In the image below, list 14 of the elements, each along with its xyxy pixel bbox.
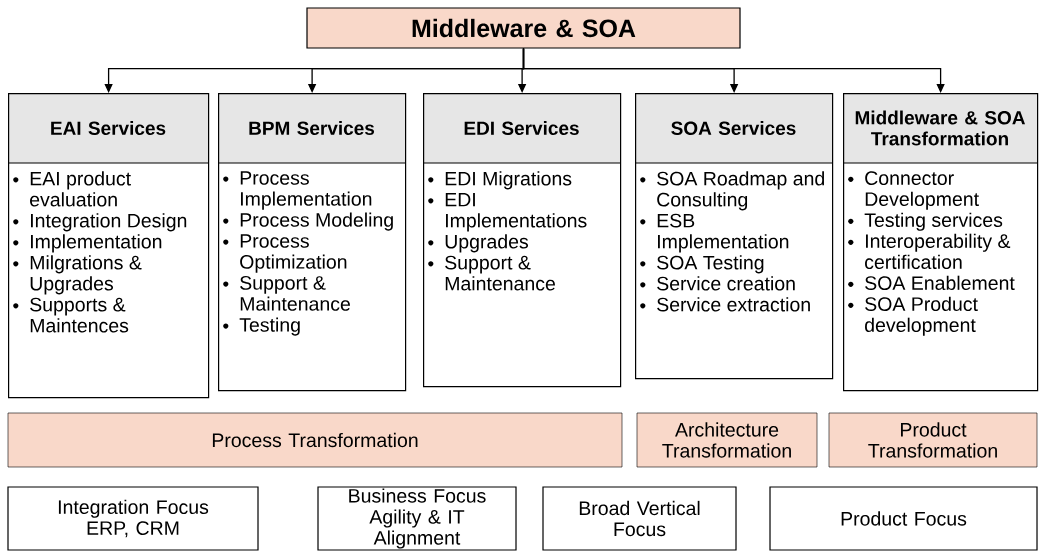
focus-box: Product Focus	[769, 486, 1038, 551]
service-column: Middleware & SOA Transformation Connector Development Testing services Interoperability & certification SOA Enablement SOA Product development	[842, 93, 1039, 392]
title-box: Middleware & SOA	[306, 7, 741, 49]
transformation-band: Process Transformation	[7, 412, 623, 468]
focus-box: Broad Vertical Focus	[542, 486, 737, 551]
service-column: EDI Services EDI Migrations EDI Implementations Upgrades Support & Maintenance	[422, 93, 622, 388]
arrow	[522, 47, 945, 93]
transformation-band: Architecture Transformation	[636, 412, 818, 468]
transformation-band: Product Transformation	[828, 412, 1038, 468]
focus-box: Business Focus Agility & IT Alignment	[317, 486, 517, 551]
focus-box: Integration Focus ERP, CRM	[7, 486, 259, 551]
service-column: SOA Services SOA Roadmap and Consulting ESB Implementation SOA Testing Service creation Service extraction	[634, 93, 834, 380]
service-column: BPM Services Process Implementation Process Modeling Process Optimization Support & Maintenance Testing	[217, 93, 407, 392]
service-column: EAI Services EAI product evaluation Integration Design Implementation Milgrations & Upgrades Supports & Maintences	[7, 93, 210, 399]
